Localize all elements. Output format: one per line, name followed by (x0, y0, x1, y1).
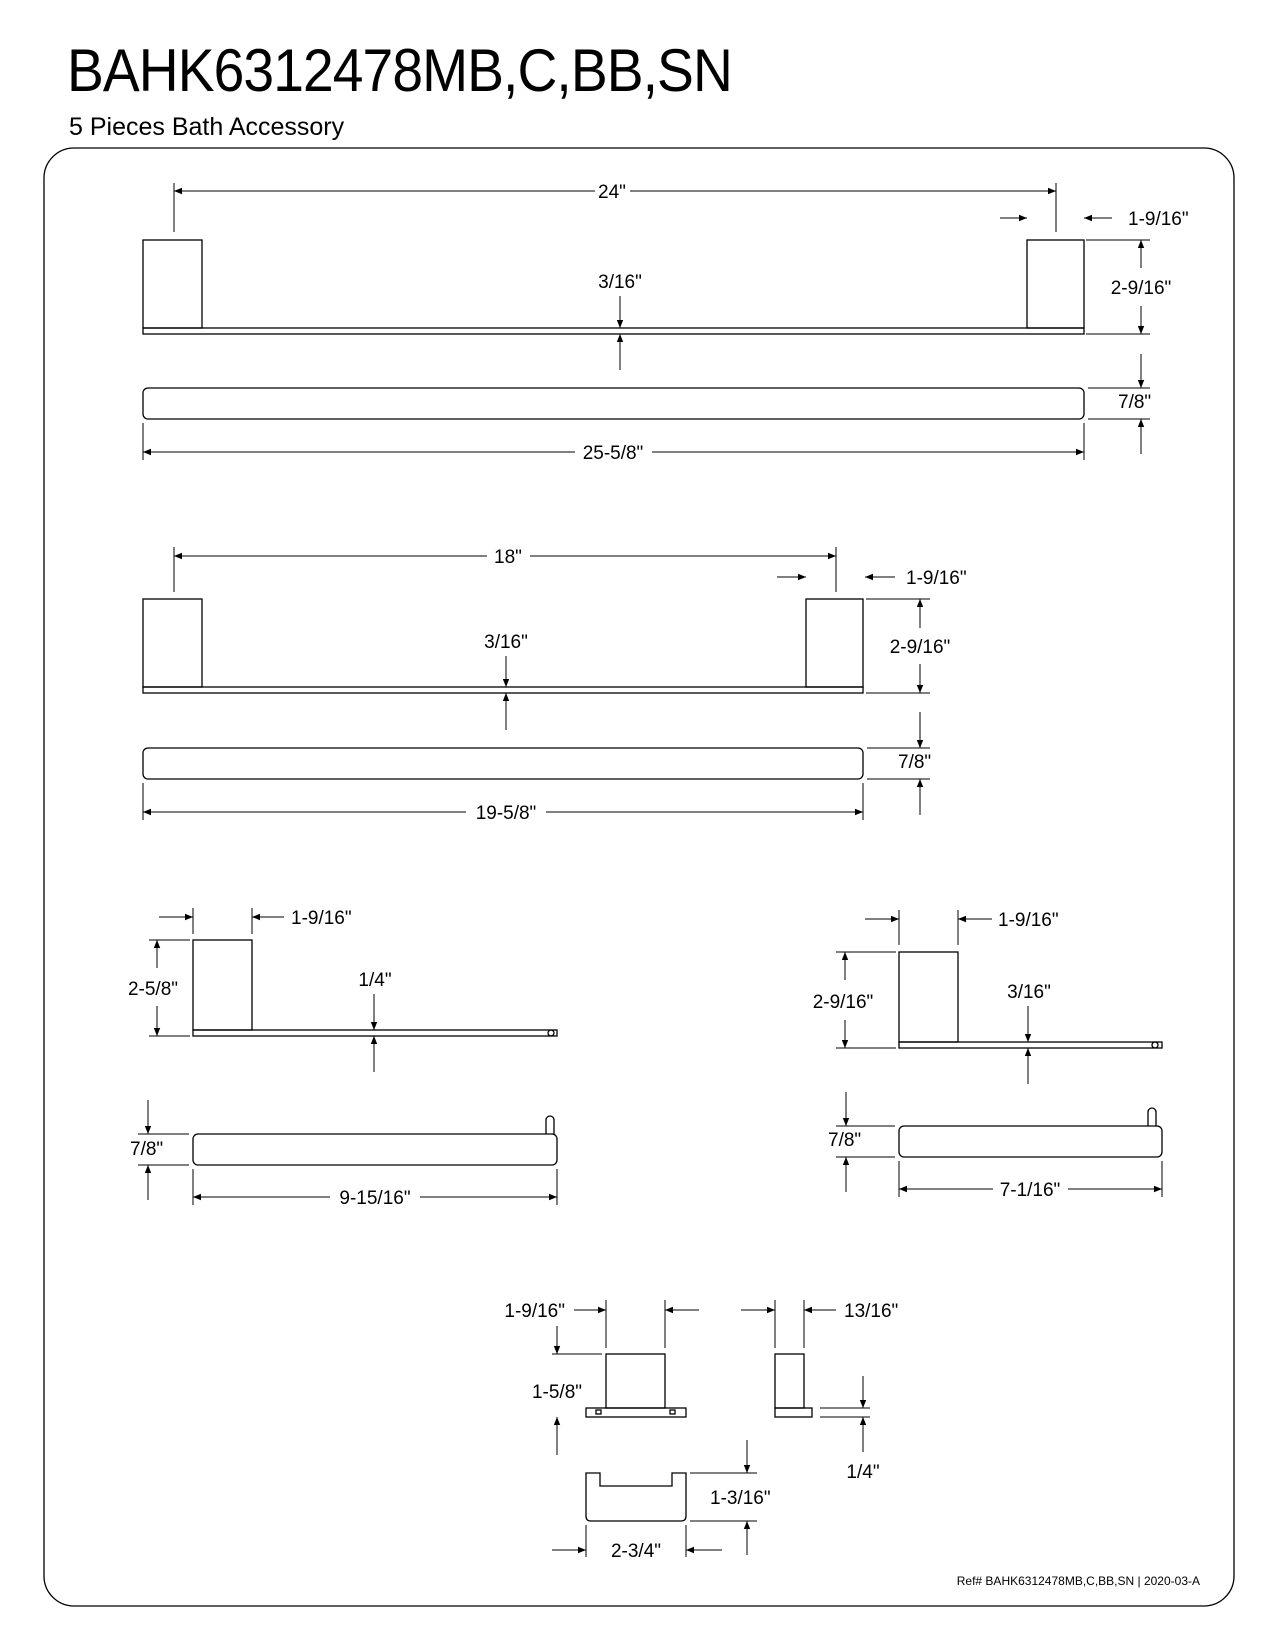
robe-hook-front-view (585, 1353, 687, 1418)
dim-holder-post-width: 1-9/16" (291, 908, 352, 929)
towel-bar-18-top-view (142, 747, 864, 780)
arm (898, 1041, 1163, 1049)
paper-holder-top-view (898, 1107, 1163, 1158)
arm-end-cap (547, 1029, 555, 1037)
towel-bar-24-top-dimensions (142, 354, 1150, 460)
dim-paper-bar-thickness: 3/16" (1007, 982, 1051, 1003)
dim-holder-height: 2-5/8" (128, 979, 178, 1000)
post (898, 951, 959, 1043)
dim-18-overall-length: 19-5/8" (476, 803, 537, 824)
hook-base (585, 1407, 687, 1418)
hook-top-profile (585, 1472, 687, 1522)
dim-holder-depth: 7/8" (130, 1139, 163, 1160)
dim-hook-height: 1-5/8" (532, 1382, 582, 1403)
dim-24-bar-thickness: 3/16" (598, 272, 642, 293)
robe-hook-dimensions (552, 1300, 870, 1455)
bar (142, 686, 864, 694)
dim-paper-depth: 7/8" (828, 1130, 861, 1151)
dim-18-bar-thickness: 3/16" (484, 632, 528, 653)
page-subtitle: 5 Pieces Bath Accessory (69, 113, 345, 141)
reference-number: Ref# BAHK6312478MB,C,BB,SN | 2020-03-A (957, 1574, 1200, 1588)
bar-top (142, 387, 1085, 420)
bar (142, 327, 1085, 335)
hook-side-base (774, 1407, 813, 1418)
dim-24-post-width: 1-9/16" (1128, 209, 1189, 230)
arm-end-cap (1151, 1041, 1159, 1049)
base-notch-right (669, 1409, 676, 1415)
page-title: BAHK6312478MB,C,BB,SN (67, 37, 733, 104)
left-post (142, 598, 203, 688)
dim-paper-post-width: 1-9/16" (998, 910, 1059, 931)
dim-hook-top-length: 2-3/4" (611, 1541, 661, 1562)
dim-18-height: 2-9/16" (890, 637, 951, 658)
dim-hook-side-width: 13/16" (844, 1301, 898, 1322)
dim-hook-base-thickness: 1/4" (846, 1462, 879, 1483)
dim-paper-length: 7-1/16" (1000, 1180, 1061, 1201)
dim-24-overall-length: 25-5/8" (583, 443, 644, 464)
towel-bar-18-dimensions (173, 547, 930, 730)
dim-24-height: 2-9/16" (1111, 278, 1172, 299)
dim-holder-length: 9-15/16" (339, 1188, 410, 1209)
drawing-frame (43, 147, 1235, 1607)
hook-side-body (774, 1353, 805, 1409)
dim-24-length: 24" (598, 182, 626, 203)
robe-hook-top-view (585, 1472, 687, 1522)
dim-18-length: 18" (494, 547, 522, 568)
towel-holder-dimensions (149, 908, 378, 1072)
paper-holder-dimensions (836, 910, 1032, 1084)
towel-bar-24-top-view (142, 387, 1085, 420)
dim-holder-bar-thickness: 1/4" (358, 970, 391, 991)
right-post (805, 598, 864, 688)
arm-top (192, 1133, 558, 1166)
dim-24-depth: 7/8" (1118, 392, 1151, 413)
towel-holder-top-view (192, 1115, 558, 1166)
arm-end-pin (1147, 1107, 1157, 1126)
bar-top (142, 747, 864, 780)
towel-holder-top-dimensions (138, 1100, 558, 1205)
paper-holder-top-dimensions (836, 1092, 1163, 1197)
arm-end-pin (545, 1115, 555, 1134)
towel-bar-24-front-view (142, 239, 1085, 335)
post (192, 939, 253, 1031)
arm-top (898, 1125, 1163, 1158)
dim-hook-width: 1-9/16" (504, 1301, 565, 1322)
towel-bar-24-dimensions (173, 183, 1150, 370)
dim-hook-top-height: 1-3/16" (710, 1488, 771, 1509)
left-post (142, 239, 203, 329)
hook-body (605, 1353, 666, 1409)
towel-bar-18-top-dimensions (142, 712, 930, 820)
right-post (1026, 239, 1085, 329)
dim-paper-height: 2-9/16" (813, 992, 874, 1013)
base-notch-left (595, 1409, 602, 1415)
robe-hook-top-dimensions (552, 1440, 757, 1557)
dim-18-depth: 7/8" (898, 752, 931, 773)
dim-18-post-width: 1-9/16" (906, 568, 967, 589)
arm (192, 1029, 558, 1037)
robe-hook-side-view (774, 1353, 813, 1418)
